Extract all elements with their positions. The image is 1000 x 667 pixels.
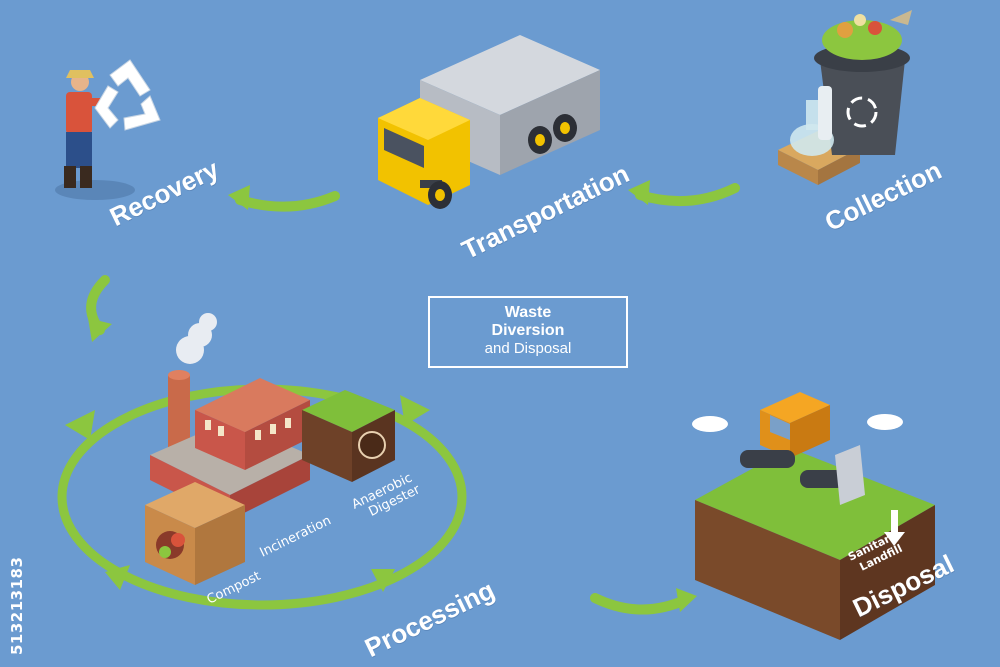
title-line-and-disposal: and Disposal [484, 340, 572, 357]
sanitary-landfill-illustration [692, 414, 935, 640]
flow-arrow-recovery-to-processing [86, 275, 112, 342]
stock-image-id: 513213183 [8, 556, 26, 655]
collection-bin-illustration [778, 10, 912, 185]
diagram-title-box: Waste Diversion and Disposal [428, 296, 628, 368]
flow-arrow-transportation-to-recovery [228, 185, 340, 212]
bulldozer-illustration [740, 392, 865, 505]
garbage-truck-illustration [378, 35, 600, 209]
recycle-icon [94, 59, 161, 131]
flow-arrow-processing-to-disposal [590, 588, 697, 615]
anaerobic-digester-illustration [302, 390, 395, 482]
compost-box-illustration [145, 482, 245, 585]
flow-arrow-collection-to-transportation [628, 180, 740, 207]
title-line-waste: Waste [504, 304, 552, 321]
bin-recycle-icon [846, 96, 878, 128]
landfill-down-arrow-icon [884, 510, 905, 546]
title-line-diversion: Diversion [491, 322, 565, 339]
recovery-worker-illustration [55, 70, 135, 200]
incineration-factory-illustration [150, 313, 310, 520]
